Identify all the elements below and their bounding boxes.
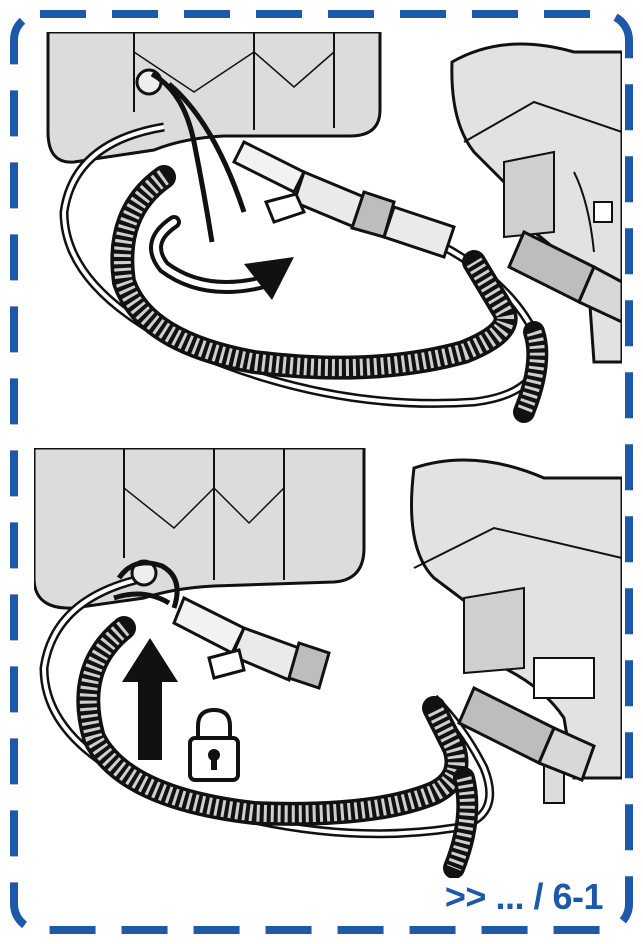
page-reference-link[interactable]: >> ... / 6-1 [445,876,603,918]
hose-diagram-top [34,32,622,437]
padlock-icon [186,706,242,784]
illustration-step-lock [34,448,622,878]
up-arrow-icon [120,638,180,763]
illustration-step-rotate [34,32,622,437]
curved-arrows-icon [144,212,304,302]
